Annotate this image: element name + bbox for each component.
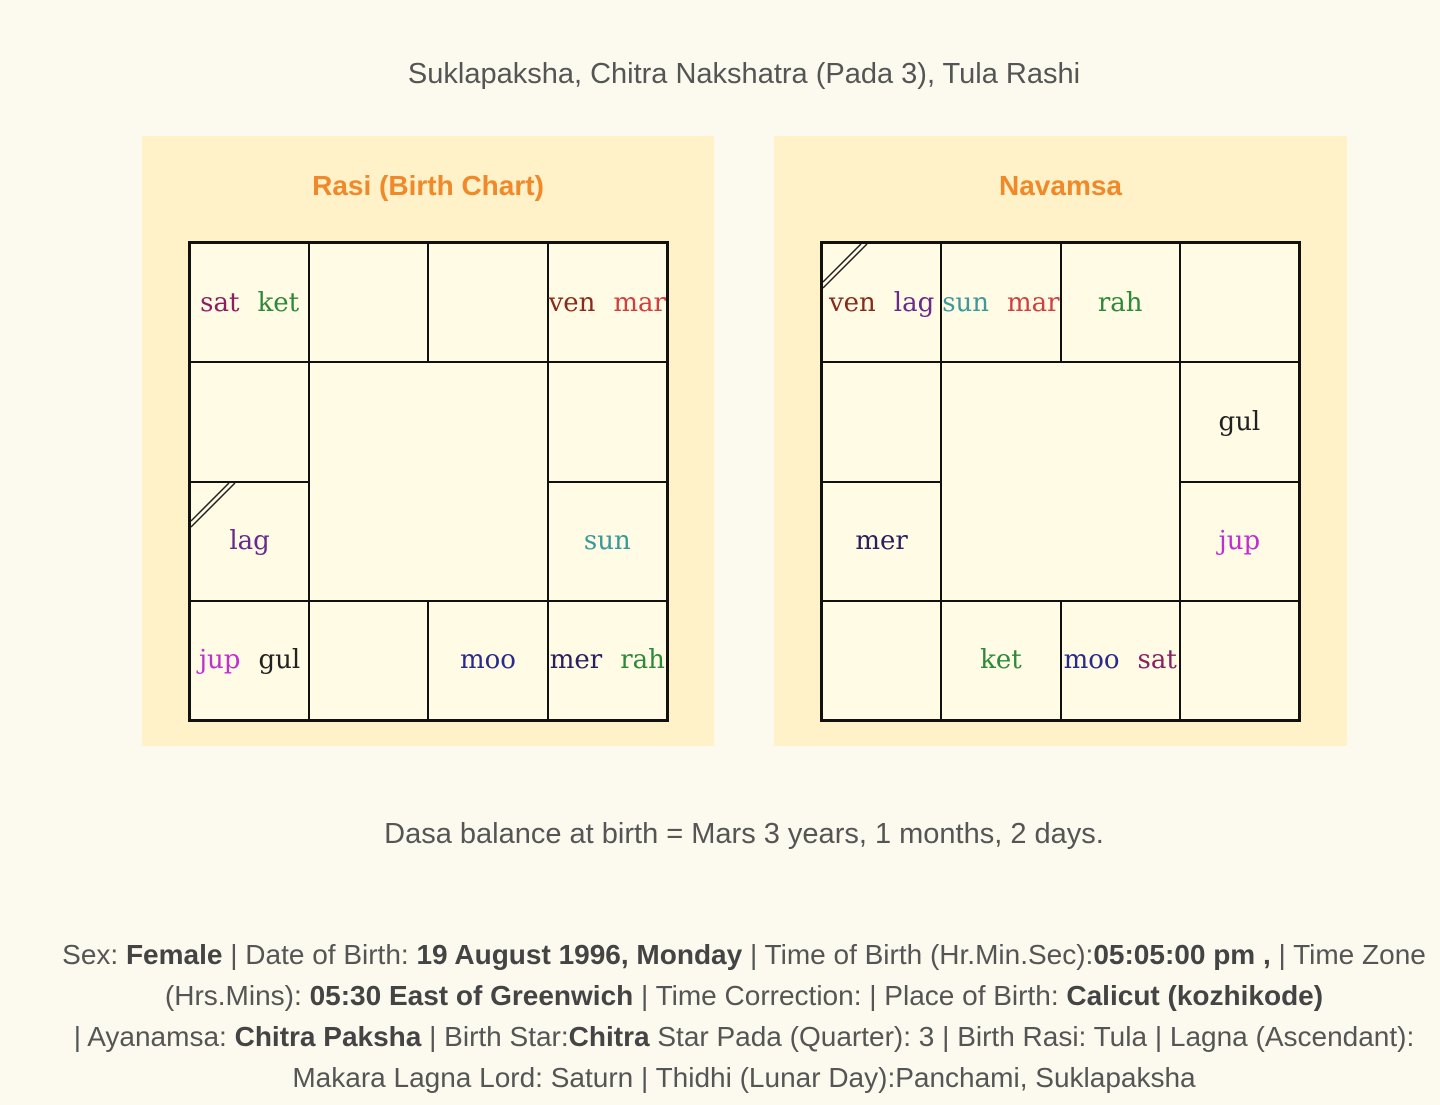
place-value: Calicut (kozhikode) [1066,980,1324,1011]
rasi-chart-center [309,362,548,601]
birth-details: Sex: Female | Date of Birth: 19 August 1… [40,934,1440,1098]
ayanamsa-value: Chitra Paksha [234,1021,422,1052]
navamsa-house-r3c0 [822,600,942,720]
planet-jup: jup [199,645,241,676]
planet-mer: mer [549,645,603,676]
planet-rah: rah [1097,287,1143,318]
navamsa-house-r1c0 [822,362,942,482]
planet-sun: sun [583,526,631,557]
planet-mer: mer [855,526,908,557]
navamsa-house-r3c3 [1179,600,1299,720]
navamsa-house-r2c3: jup [1179,481,1299,601]
planet-moo: moo [1063,645,1120,676]
dasa-balance: Dasa balance at birth = Mars 3 years, 1 … [384,818,1104,850]
planet-mar: mar [613,287,666,318]
navamsa-house-r3c1: ket [941,600,1061,720]
rasi-chart-title: Rasi (Birth Chart) [312,170,544,201]
planet-sat: sat [200,287,240,318]
dob-label: | Date of Birth: [222,939,417,970]
lagna-marker-icon [191,482,236,528]
navamsa-chart-center [941,362,1180,601]
navamsa-chart-title: Navamsa [999,170,1122,201]
dob-value: 19 August 1996, Monday [416,939,743,970]
rasi-house-r1c0 [190,362,310,482]
rasi-house-r3c1 [309,600,429,720]
planet-moo: moo [459,645,516,676]
navamsa-house-r2c0: mer [822,481,942,601]
details-rest: Star Pada (Quarter): 3 | Birth Rasi: Tul… [292,1021,1415,1093]
timezone-label: | Time Zone (Hrs.Mins): [164,939,1426,1011]
planet-ket: ket [980,645,1022,676]
rasi-house-r0c2 [428,243,548,363]
rasi-house-r3c2: moo [428,600,548,720]
tob-value: 05:05:00 pm , [1093,939,1271,970]
planet-rah: rah [620,645,665,676]
navamsa-house-r1c3: gul [1179,362,1299,482]
timezone-value: 05:30 East of Greenwich [309,980,634,1011]
planet-gul: gul [258,645,301,676]
planet-mar: mar [1007,287,1060,318]
planet-ket: ket [257,287,300,318]
sex-value: Female [125,939,223,970]
birth-star-label: | Birth Star: [421,1021,569,1052]
planet-jup: jup [1218,526,1261,557]
planet-lag: lag [893,287,935,318]
rasi-house-r0c1 [309,243,429,363]
time-correction-label: | Time Correction: | Place of Birth: [633,980,1067,1011]
planet-lag: lag [229,526,270,557]
planet-sun: sun [942,287,990,318]
tob-label: | Time of Birth (Hr.Min.Sec): [742,939,1094,970]
rasi-house-r1c3 [547,362,667,482]
lagna-marker-icon [823,244,868,289]
planet-gul: gul [1218,406,1261,437]
nakshatra-summary: Suklapaksha, Chitra Nakshatra (Pada 3), … [407,58,1081,90]
navamsa-house-r0c2: rah [1060,243,1180,363]
sex-label: Sex: [62,939,126,970]
rasi-house-r2c3: sun [547,481,667,601]
birth-star-value: Chitra [568,1021,650,1052]
planet-ven: ven [548,287,596,318]
planet-ven: ven [828,287,876,318]
navamsa-house-r0c3 [1179,243,1299,363]
planet-sat: sat [1137,645,1177,676]
rasi-house-r2c0: lag [190,481,310,601]
ayanamsa-label: | Ayanamsa: [73,1021,235,1052]
